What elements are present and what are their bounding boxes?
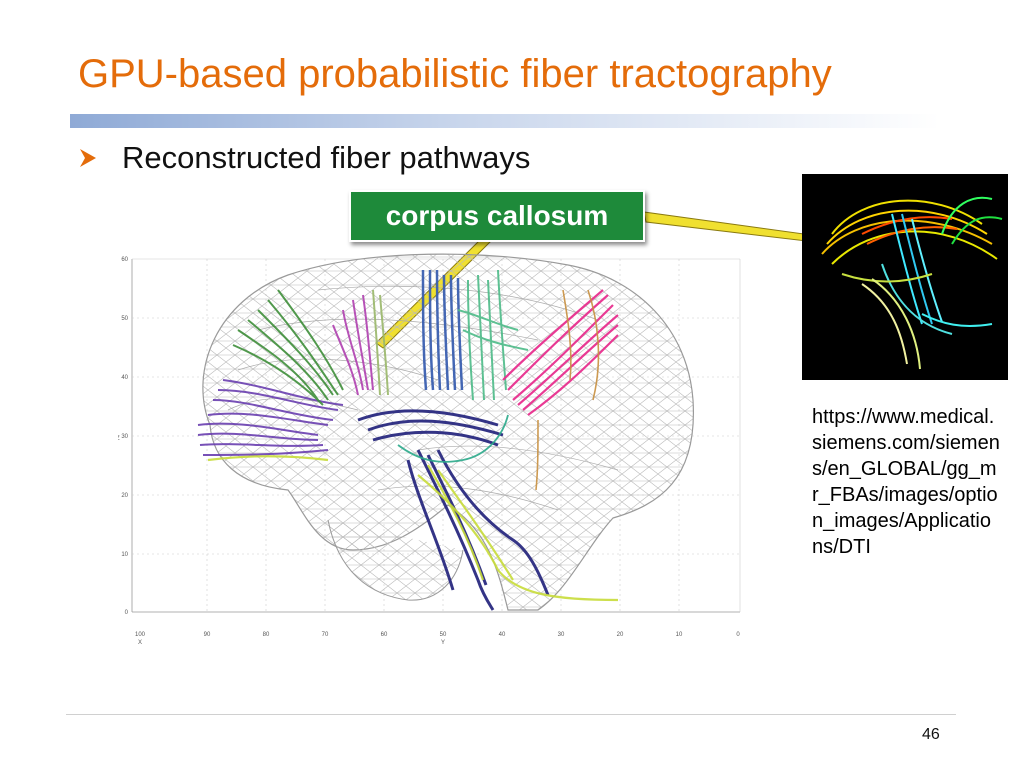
x-tick: 60 xyxy=(381,632,388,638)
y-tick: 40 xyxy=(121,375,128,381)
x-tick: 10 xyxy=(676,632,683,638)
arrow-bullet-icon xyxy=(80,149,96,167)
x-axis-ticks: 100 90 80 70 60 50 40 30 20 10 0 xyxy=(135,632,740,638)
x-tick: 50 xyxy=(440,632,447,638)
corpus-callosum-callout: corpus callosum xyxy=(349,190,645,242)
page-number: 46 xyxy=(922,726,940,743)
x-tick: 70 xyxy=(322,632,329,638)
bullet-text: Reconstructed fiber pathways xyxy=(122,140,531,175)
x-tick: 30 xyxy=(558,632,565,638)
tractography-plot: 0 10 20 30 40 50 60 Z 100 90 80 70 60 50… xyxy=(118,253,740,646)
dti-fibers xyxy=(821,196,1003,370)
y-tick: 0 xyxy=(125,610,129,616)
title-underline xyxy=(70,114,940,128)
y-axis-ticks: 0 10 20 30 40 50 60 xyxy=(121,257,128,616)
x-tick: 20 xyxy=(617,632,624,638)
bullet-item: Reconstructed fiber pathways xyxy=(78,140,530,176)
footer-rule xyxy=(66,714,956,715)
x-tick: 90 xyxy=(204,632,211,638)
y-tick: 20 xyxy=(121,493,128,499)
dti-brain-image xyxy=(802,174,1008,380)
x-corner-label: X xyxy=(138,640,142,646)
x-tick: 80 xyxy=(263,632,270,638)
slide-title: GPU-based probabilistic fiber tractograp… xyxy=(78,52,832,96)
y-tick: 60 xyxy=(121,257,128,263)
source-url[interactable]: https://www.medical.siemens.com/siemens/… xyxy=(812,406,1000,558)
y-axis-label: Y xyxy=(441,640,445,646)
y-tick: 30 xyxy=(121,434,128,440)
y-tick: 50 xyxy=(121,316,128,322)
x-tick: 0 xyxy=(736,632,740,638)
x-tick: 100 xyxy=(135,632,146,638)
x-tick: 40 xyxy=(499,632,506,638)
fiber-bundles xyxy=(197,269,619,611)
z-axis-label: Z xyxy=(118,436,120,442)
y-tick: 10 xyxy=(121,552,128,558)
